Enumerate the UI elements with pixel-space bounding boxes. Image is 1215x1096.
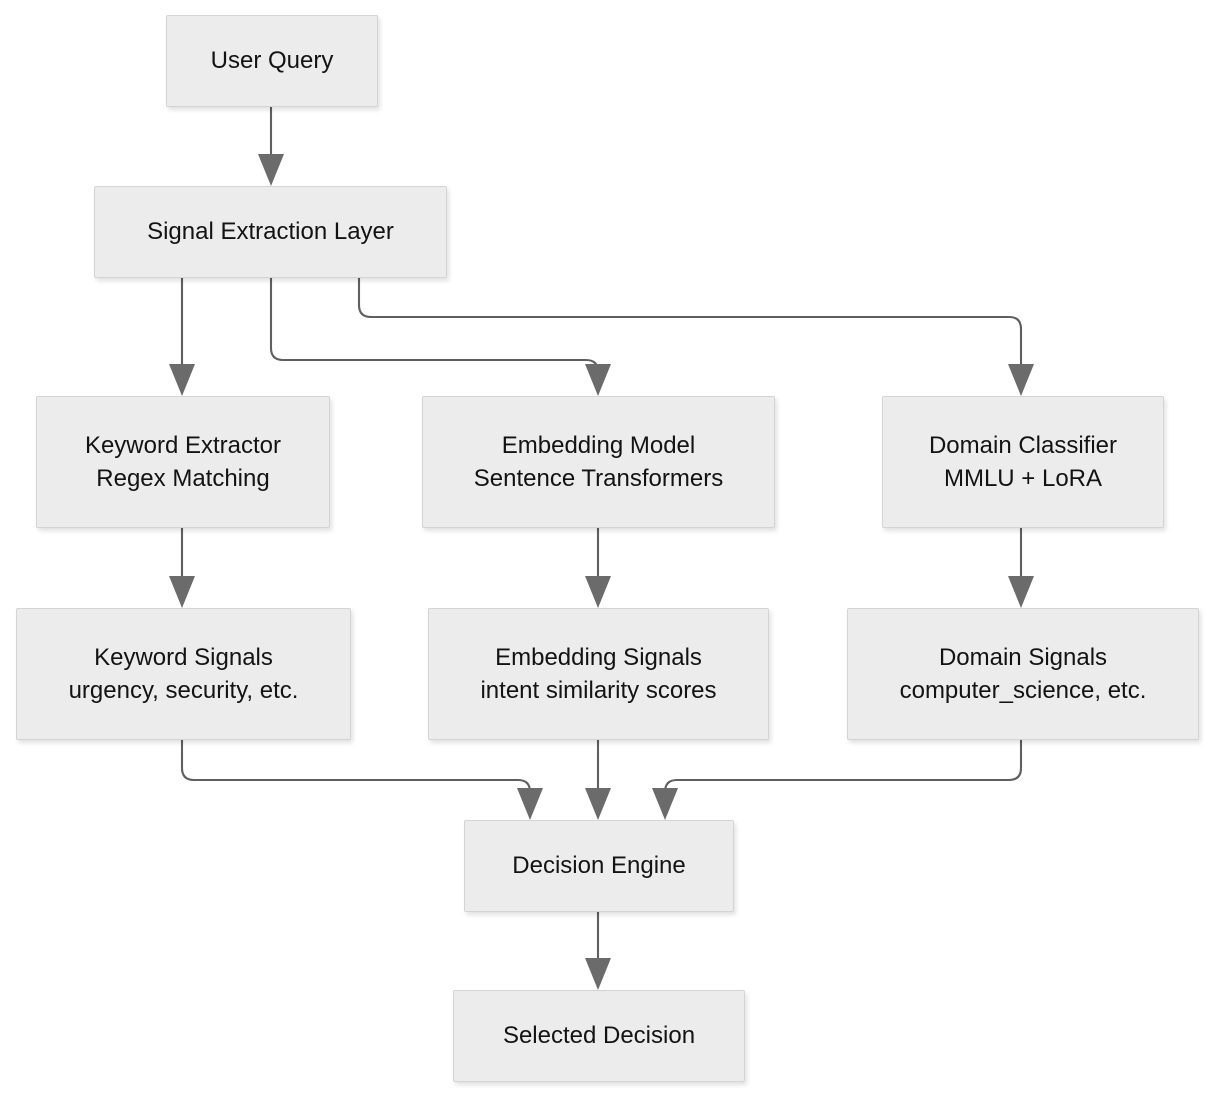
- node-label-line1: Decision Engine: [512, 852, 686, 880]
- node-domain-classifier[interactable]: Domain Classifier MMLU + LoRA: [882, 396, 1164, 528]
- edge-signal-extraction-to-keyword-extractor: [169, 278, 195, 396]
- node-embedding-model[interactable]: Embedding Model Sentence Transformers: [422, 396, 775, 528]
- node-signal-extraction-layer[interactable]: Signal Extraction Layer: [94, 186, 447, 278]
- edge-domain-classifier-to-domain-signals: [1008, 528, 1034, 608]
- edge-decision-engine-to-selected-decision: [585, 912, 611, 990]
- node-embedding-signals[interactable]: Embedding Signals intent similarity scor…: [428, 608, 769, 740]
- edge-domain-signals-to-decision-engine: [652, 740, 1023, 820]
- edge-embedding-model-to-embedding-signals: [585, 528, 611, 608]
- node-label-line1: Keyword Extractor: [84, 431, 282, 459]
- edge-signal-extraction-to-domain-classifier: [357, 278, 1034, 396]
- node-label-line2: MMLU + LoRA: [943, 465, 1103, 492]
- node-label-line1: User Query: [210, 47, 334, 75]
- edge-keyword-signals-to-decision-engine: [180, 740, 543, 820]
- node-label-line2: urgency, security, etc.: [68, 677, 299, 704]
- node-selected-decision[interactable]: Selected Decision: [453, 990, 745, 1082]
- node-keyword-extractor[interactable]: Keyword Extractor Regex Matching: [36, 396, 330, 528]
- node-user-query[interactable]: User Query: [166, 15, 378, 107]
- node-domain-signals[interactable]: Domain Signals computer_science, etc.: [847, 608, 1199, 740]
- node-label-line2: Regex Matching: [96, 465, 270, 492]
- edge-signal-extraction-to-embedding-model: [269, 278, 611, 396]
- node-label-line2: Sentence Transformers: [473, 465, 724, 492]
- node-label-line1: Embedding Signals: [495, 643, 702, 671]
- node-label-line1: Domain Classifier: [928, 431, 1118, 459]
- edge-keyword-extractor-to-keyword-signals: [169, 528, 195, 608]
- node-label-line1: Signal Extraction Layer: [147, 218, 394, 246]
- node-label-line1: Selected Decision: [502, 1022, 696, 1050]
- node-label-line1: Embedding Model: [501, 431, 696, 459]
- node-decision-engine[interactable]: Decision Engine: [464, 820, 734, 912]
- node-keyword-signals[interactable]: Keyword Signals urgency, security, etc.: [16, 608, 351, 740]
- node-label-line2: intent similarity scores: [480, 677, 717, 704]
- node-label-line1: Keyword Signals: [94, 643, 273, 671]
- node-label-line2: computer_science, etc.: [899, 677, 1147, 704]
- edge-embedding-signals-to-decision-engine: [585, 740, 611, 820]
- node-label-line1: Domain Signals: [938, 643, 1108, 671]
- edge-user-query-to-signal-extraction: [258, 107, 284, 186]
